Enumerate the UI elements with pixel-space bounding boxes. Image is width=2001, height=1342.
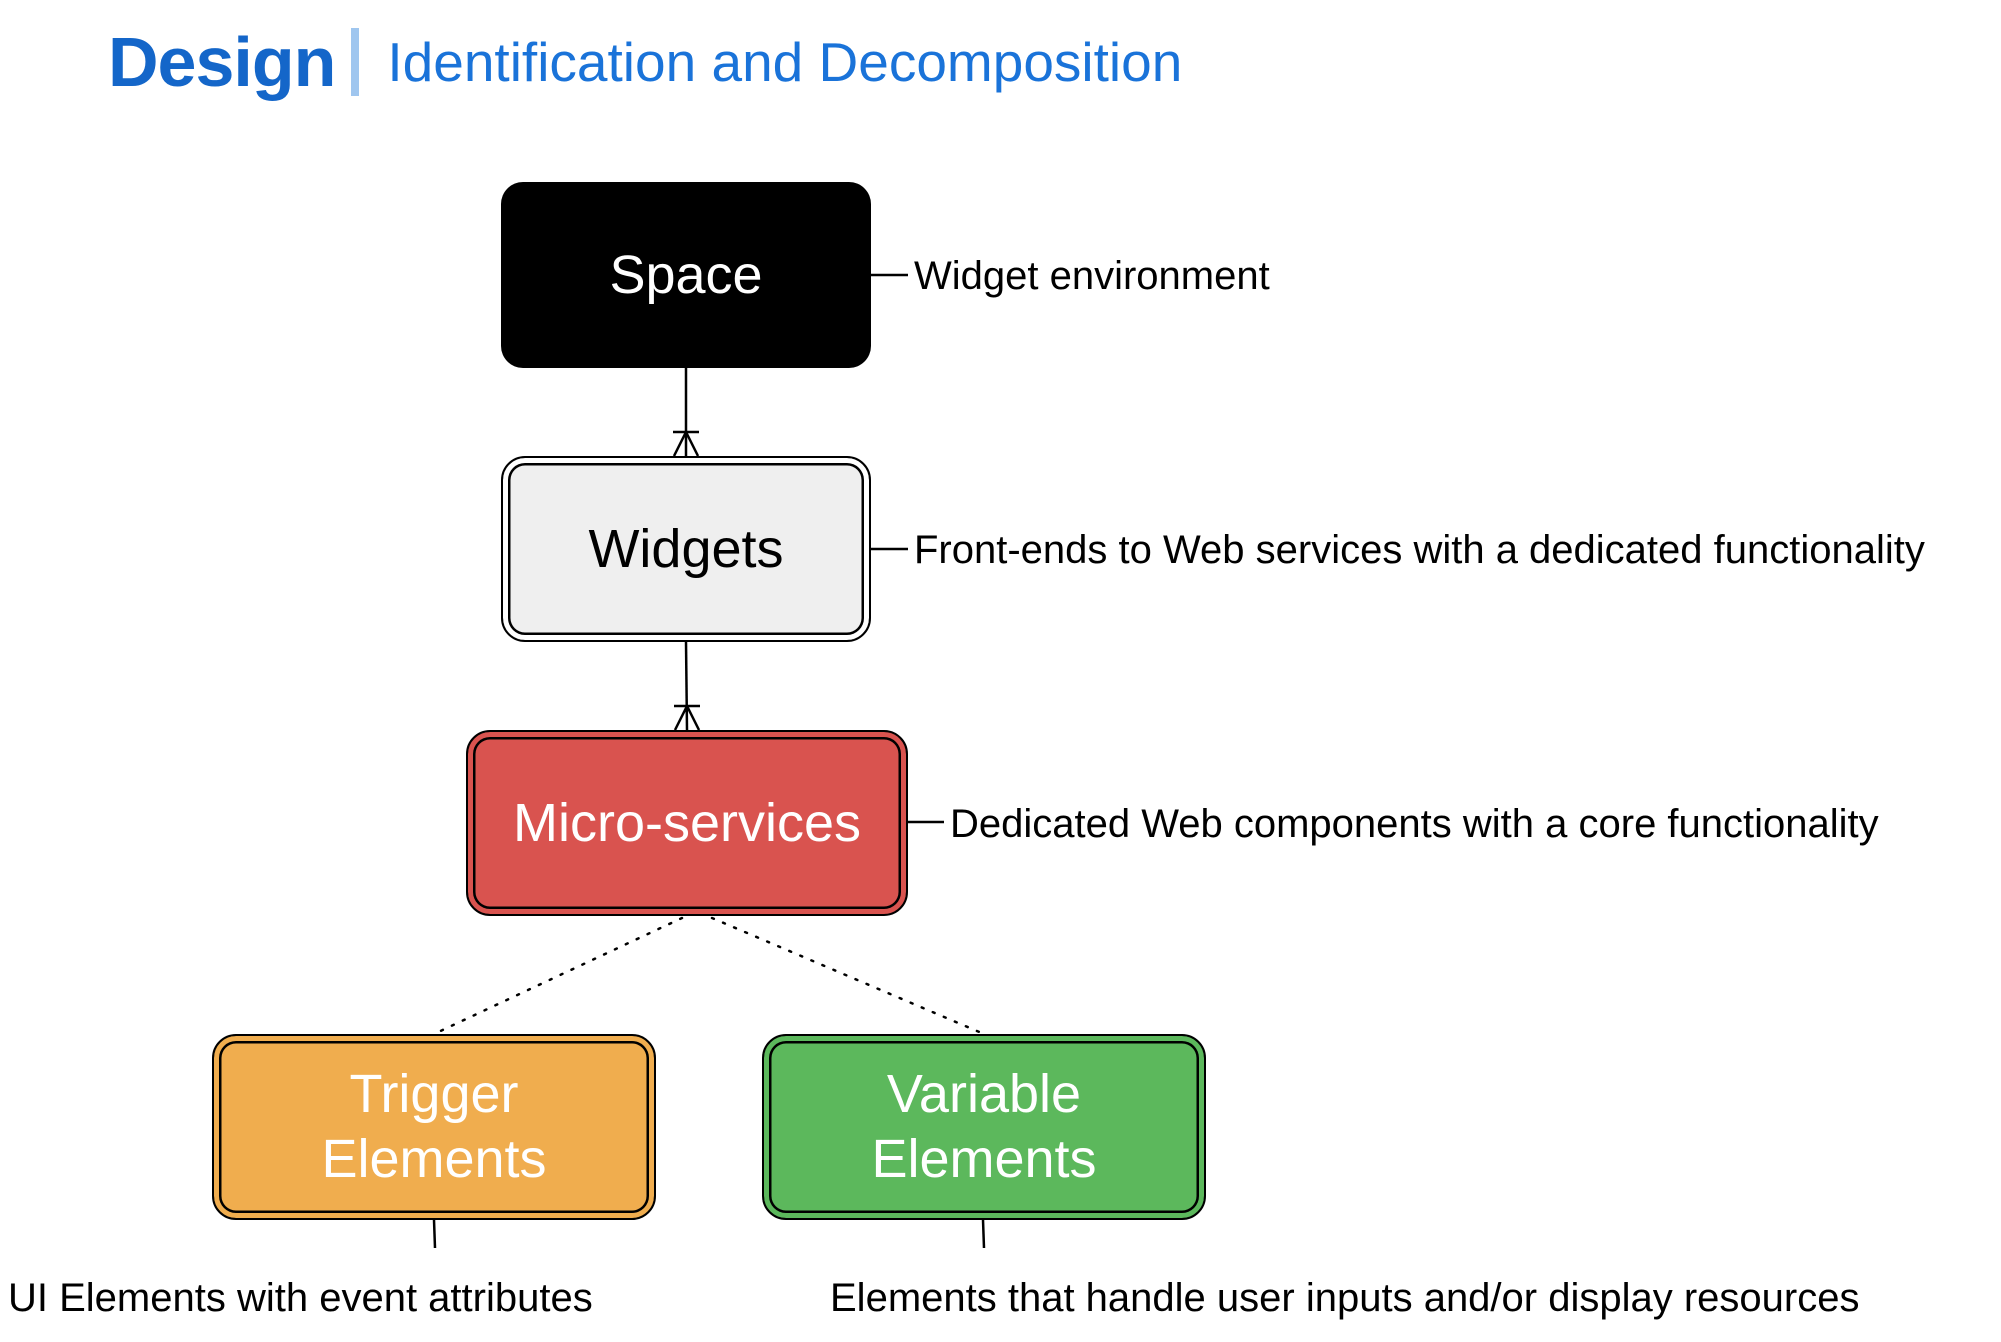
node-micro-services-label: Micro-services xyxy=(512,792,862,853)
node-variable-label-line2: Elements xyxy=(871,1129,1097,1189)
page-title: Design Identification and Decomposition xyxy=(108,22,1182,102)
annotation-micro-services: Dedicated Web components with a core fun… xyxy=(950,802,1879,846)
annotation-space: Widget environment xyxy=(914,254,1270,298)
connector-space-widgets xyxy=(672,368,700,457)
connector-widgets-micro xyxy=(673,641,701,731)
leader-variable xyxy=(981,1219,986,1249)
title-main: Design xyxy=(108,23,336,101)
node-widgets: Widgets xyxy=(501,456,871,642)
title-divider xyxy=(351,28,360,96)
node-micro-services: Micro-services xyxy=(466,730,908,916)
connector-micro-trigger xyxy=(432,916,684,1036)
leader-trigger xyxy=(432,1219,437,1249)
title-subtitle: Identification and Decomposition xyxy=(387,31,1183,93)
node-trigger-elements: Trigger Elements xyxy=(212,1034,656,1220)
node-space-label: Space xyxy=(609,244,763,305)
node-trigger-label-line2: Elements xyxy=(321,1129,547,1189)
node-variable-elements: Variable Elements xyxy=(762,1034,1206,1220)
connector-micro-variable xyxy=(710,916,986,1036)
annotation-trigger-elements: UI Elements with event attributes xyxy=(8,1276,593,1320)
annotation-widgets: Front-ends to Web services with a dedica… xyxy=(914,528,1925,572)
annotation-variable-elements: Elements that handle user inputs and/or … xyxy=(830,1276,1860,1320)
node-space: Space xyxy=(501,182,871,368)
node-variable-label-line1: Variable xyxy=(886,1064,1082,1125)
node-trigger-label-line1: Trigger xyxy=(349,1064,519,1125)
node-widgets-label: Widgets xyxy=(588,518,784,579)
